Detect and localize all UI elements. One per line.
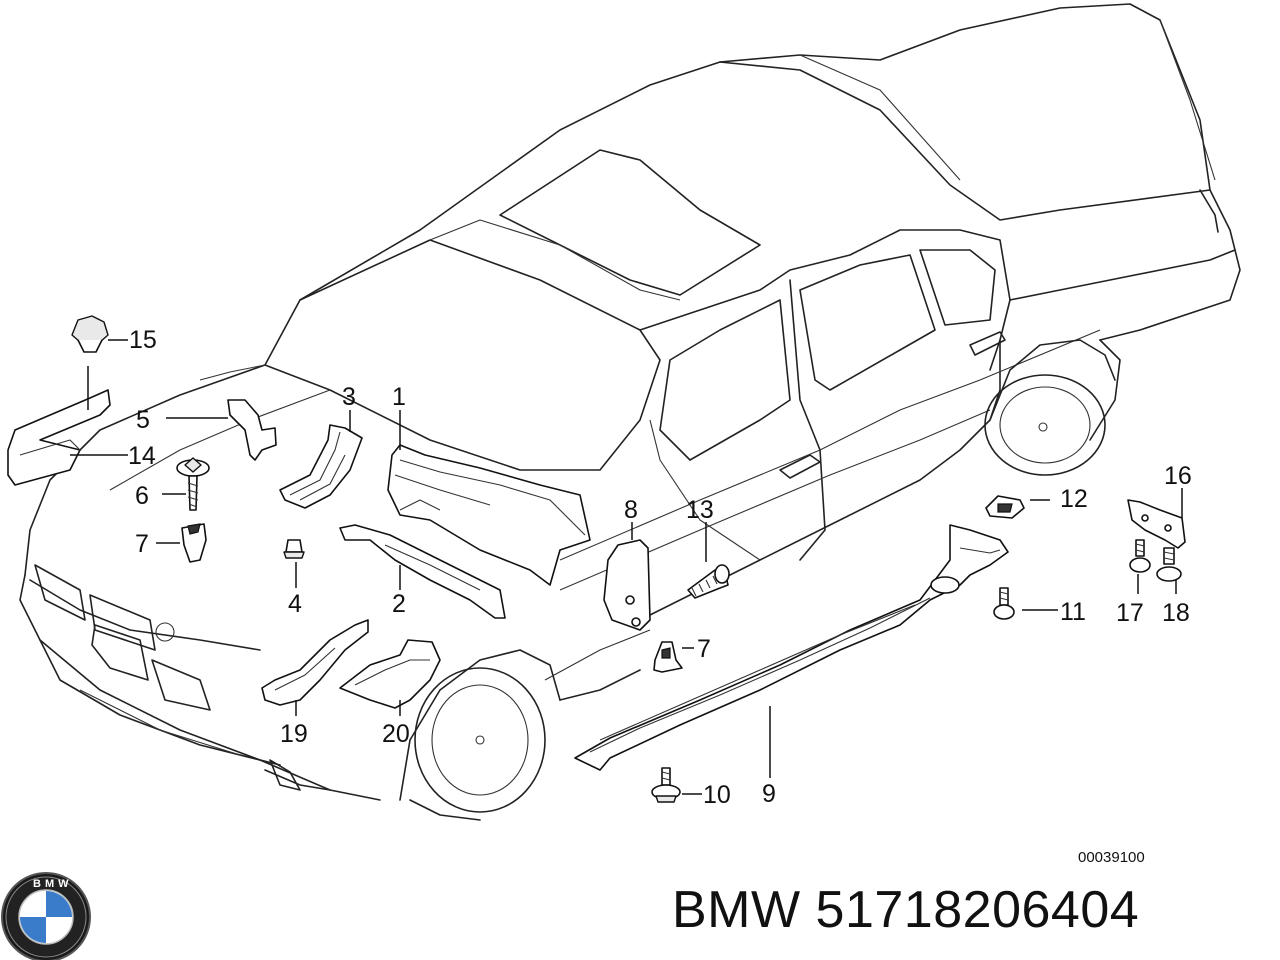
part-4-grommet [283, 539, 305, 588]
callout-16: 16 [1164, 462, 1192, 490]
part-17-screw [1129, 539, 1151, 594]
part-5-bracket [166, 399, 277, 461]
callout-7b: 7 [697, 635, 711, 663]
callout-4: 4 [288, 590, 302, 618]
brand-name: BMW [672, 881, 801, 939]
part-1-cowl [387, 410, 591, 586]
part-number: 51718206404 [815, 881, 1140, 939]
car-outline [19, 3, 1241, 821]
callout-20: 20 [382, 720, 410, 748]
bmw-logo: BMW [1, 872, 91, 960]
part-19-panel [261, 619, 369, 716]
callout-12: 12 [1060, 485, 1088, 513]
part-number-caption: BMW 51718206404 [672, 880, 1139, 940]
part-15-clip [71, 315, 128, 353]
callout-11: 11 [1060, 598, 1086, 626]
part-9-sill [574, 524, 1009, 778]
callout-17: 17 [1116, 599, 1144, 627]
part-13-screw [687, 522, 730, 599]
diagram-code: 00039100 [1078, 849, 1145, 866]
callout-14: 14 [128, 442, 156, 470]
callout-5: 5 [136, 406, 150, 434]
callout-13: 13 [686, 496, 714, 524]
part-3-duct [279, 410, 363, 509]
part-20-panel [339, 639, 441, 716]
part-16-bracket [1127, 488, 1186, 549]
part-18-screw [1156, 547, 1182, 594]
part-10-screw [651, 767, 702, 803]
callout-2: 2 [392, 590, 406, 618]
part-8-plate [603, 522, 651, 631]
callout-labels: 15 5 14 6 7 3 1 4 2 19 20 8 13 7 12 16 1… [128, 326, 1192, 809]
callout-7a: 7 [135, 530, 149, 558]
part-6-screw [162, 457, 210, 511]
part-11-screw [993, 587, 1058, 620]
callout-10: 10 [703, 781, 731, 809]
callout-8: 8 [624, 496, 638, 524]
callout-15: 15 [129, 326, 157, 354]
part-7b-nut [653, 641, 694, 673]
callout-19: 19 [280, 720, 308, 748]
callout-6: 6 [135, 482, 149, 510]
callout-1: 1 [392, 383, 406, 411]
callout-3: 3 [342, 383, 356, 411]
part-2-beam [339, 524, 506, 619]
part-12-clip [985, 495, 1050, 519]
part-7a-nut [156, 523, 207, 563]
callout-9: 9 [762, 780, 776, 808]
bmw-logo-text: BMW [33, 878, 73, 890]
callout-18: 18 [1162, 599, 1190, 627]
part-14-panel [7, 366, 128, 486]
